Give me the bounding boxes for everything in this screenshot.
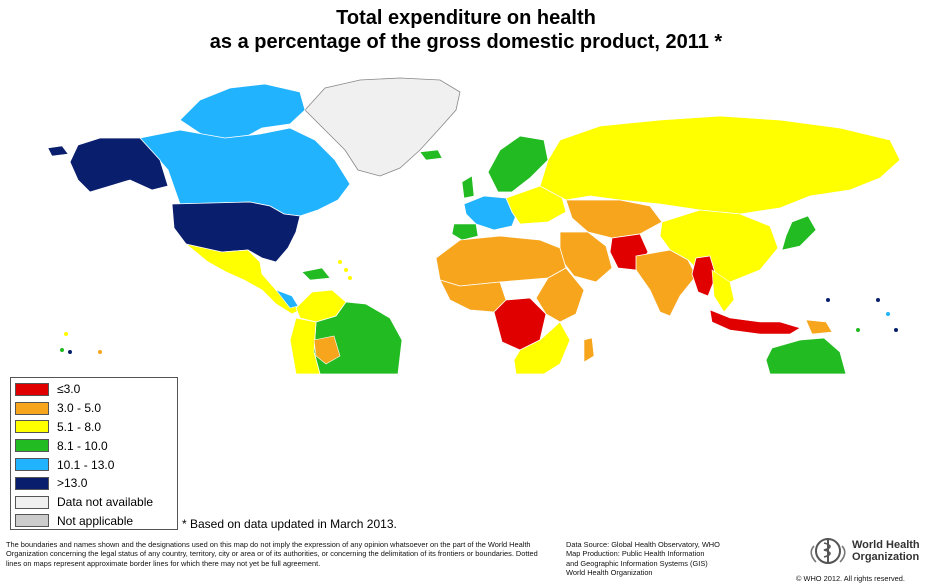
legend-swatch	[15, 401, 49, 415]
region-australia	[765, 337, 847, 374]
region-indochina	[711, 269, 735, 313]
region-japan	[781, 215, 817, 251]
legend-label: 3.0 - 5.0	[57, 401, 102, 416]
region-pacific-island	[64, 332, 68, 336]
map-title-line1: Total expenditure on health	[336, 7, 596, 29]
legend-swatch	[15, 439, 49, 453]
legend-label: >13.0	[57, 476, 88, 491]
data-source: Data Source: Global Health Observatory, …	[566, 540, 776, 578]
region-india	[635, 249, 697, 317]
footnote: * Based on data updated in March 2013.	[182, 517, 397, 531]
legend-swatch	[15, 495, 49, 509]
legend-swatch	[15, 420, 49, 434]
region-hawaii	[47, 145, 69, 157]
region-indonesia	[709, 309, 801, 335]
region-pacific-island	[856, 328, 860, 332]
region-madagascar	[583, 337, 595, 363]
region-central-africa	[493, 297, 547, 351]
region-greenland	[304, 77, 461, 177]
who-emblem-icon	[810, 538, 846, 564]
legend-swatch	[15, 458, 49, 472]
region-east-africa	[535, 267, 585, 323]
region-caribbean	[301, 267, 331, 281]
legend-swatch	[15, 514, 49, 528]
map-title: Total expenditure on health as a percent…	[0, 6, 932, 54]
legend-item: >13.0	[15, 474, 173, 493]
legend-label: ≤3.0	[57, 382, 81, 397]
world-map	[47, 77, 901, 374]
data-source-line2: Map Production: Public Health Informatio…	[566, 549, 705, 559]
region-southeast-asia	[691, 255, 717, 297]
who-logo-line2: Organization	[852, 551, 920, 563]
data-source-line1: Data Source: Global Health Observatory, …	[566, 540, 720, 549]
region-papua	[805, 319, 833, 335]
region-western-europe	[463, 195, 519, 231]
legend-item: 5.1 - 8.0	[15, 418, 173, 437]
legend-label: 10.1 - 13.0	[57, 457, 115, 472]
region-pacific-island	[876, 298, 880, 302]
region-pacific-island	[894, 328, 898, 332]
legend-item: ≤3.0	[15, 380, 173, 399]
legend-swatch	[15, 476, 49, 490]
region-caribbean-island	[344, 268, 348, 272]
region-china	[659, 209, 779, 283]
region-caribbean-island	[338, 260, 342, 264]
legend-label: Not applicable	[57, 513, 134, 528]
region-united-kingdom	[461, 175, 475, 199]
region-alaska	[69, 137, 169, 193]
region-pacific-island	[68, 350, 72, 354]
region-pacific-island	[886, 312, 890, 316]
legend-label: 8.1 - 10.0	[57, 438, 108, 453]
legend-label: 5.1 - 8.0	[57, 419, 102, 434]
region-pacific-island	[60, 348, 64, 352]
map-title-line2: as a percentage of the gross domestic pr…	[209, 31, 723, 53]
region-iceland	[419, 149, 443, 161]
region-west-africa	[439, 279, 507, 313]
legend-label: Data not available	[57, 495, 154, 510]
legend-item: 10.1 - 13.0	[15, 455, 173, 474]
region-peru	[289, 317, 321, 374]
data-source-line3: and Geographic Information Systems (GIS)	[566, 558, 708, 568]
region-pacific-island	[98, 350, 102, 354]
disclaimer: The boundaries and names shown and the d…	[6, 540, 538, 568]
copyright: © WHO 2012. All rights reserved.	[796, 574, 905, 583]
region-bolivia	[313, 335, 341, 365]
legend-item: 3.0 - 5.0	[15, 399, 173, 418]
legend-item: Not applicable	[15, 512, 173, 531]
region-iberia	[451, 223, 479, 241]
region-southern-africa	[513, 321, 571, 374]
region-russia	[539, 115, 901, 215]
data-source-line4: World Health Organization	[566, 568, 653, 578]
legend-swatch	[15, 382, 49, 396]
who-logo: World Health Organization	[808, 534, 920, 568]
region-caribbean-island	[348, 276, 352, 280]
legend-item: Data not available	[15, 493, 173, 512]
region-north-africa	[435, 235, 567, 287]
map-legend: ≤3.0 3.0 - 5.0 5.1 - 8.0 8.1 - 10.0 10.1 - 1…	[10, 377, 178, 530]
who-logo-line1: World Health	[852, 539, 920, 551]
region-scandinavia	[487, 135, 549, 193]
region-pacific-island	[826, 298, 830, 302]
legend-item: 8.1 - 10.0	[15, 436, 173, 455]
